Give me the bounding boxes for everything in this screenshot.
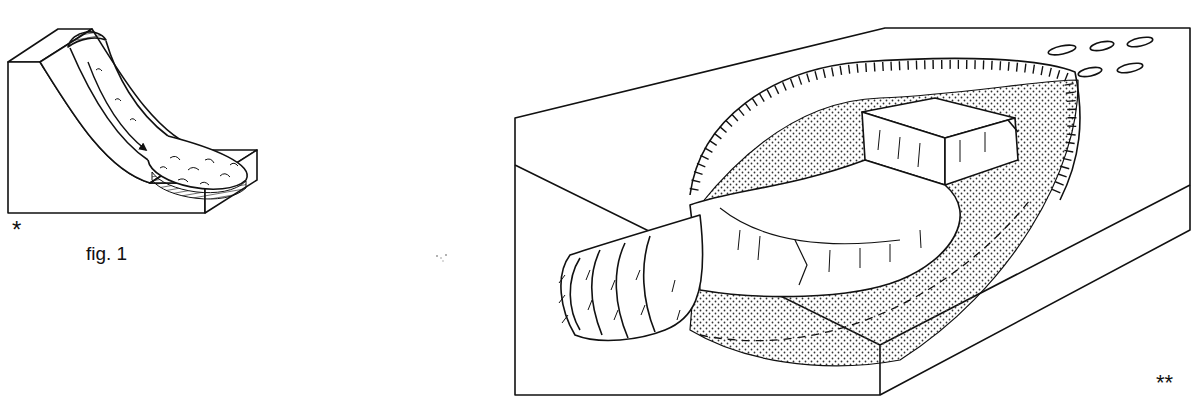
figure-label: fig. 1 [86, 244, 127, 263]
figure-label: * [12, 218, 21, 242]
speckle [436, 254, 447, 262]
figure-label: ** [1156, 372, 1173, 394]
slump-block-diagram [515, 28, 1190, 395]
flow-block-diagram [8, 29, 257, 213]
